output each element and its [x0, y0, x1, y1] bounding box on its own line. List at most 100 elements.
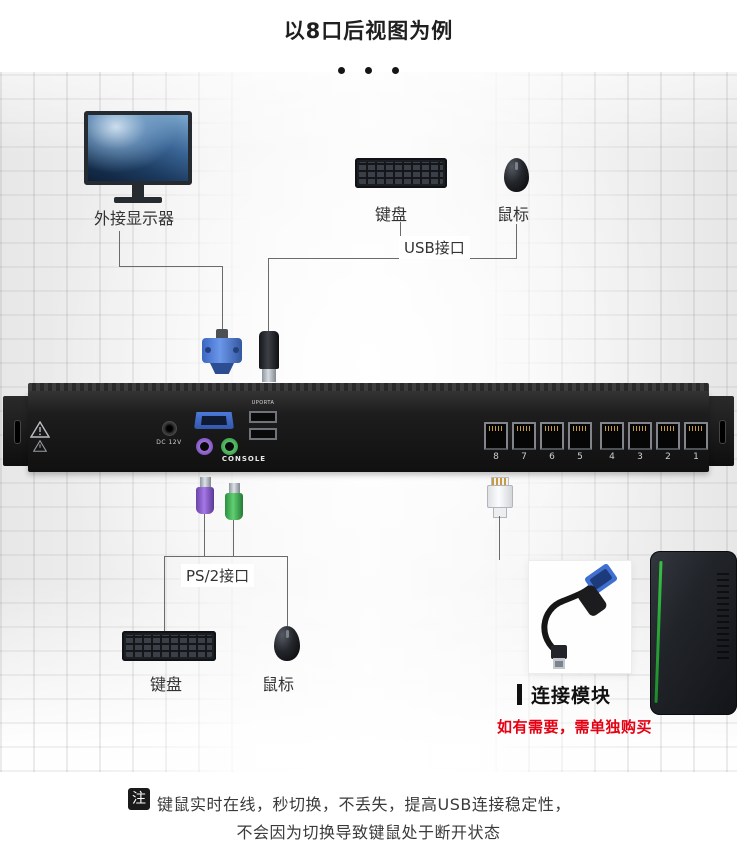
- port-number: 4: [609, 452, 615, 462]
- vga-plug-body: [202, 338, 242, 363]
- usb-plug-body: [259, 331, 279, 369]
- plug-pins: [491, 477, 509, 485]
- connector-line: [499, 516, 500, 560]
- connector-line: [222, 266, 223, 329]
- rj45-port: [684, 422, 708, 450]
- ps2-mouse-port: [221, 438, 238, 455]
- rj45-port: [568, 422, 592, 450]
- rj45-cell: 5: [568, 422, 592, 462]
- connector-line: [233, 520, 234, 556]
- chassis-top-edge: [28, 383, 709, 392]
- heading-accent-bar: [517, 684, 522, 705]
- plug-body: [487, 485, 513, 508]
- usb-mouse-label: 鼠标: [497, 205, 530, 224]
- rj45-plug-icon: [487, 477, 513, 518]
- rj45-cell: 6: [540, 422, 564, 462]
- module-heading: 连接模块: [517, 681, 611, 708]
- screw-slot: [718, 420, 726, 444]
- module-title-text: 连接模块: [531, 685, 612, 707]
- warning-triangle-icon: [33, 440, 47, 452]
- port-number: 1: [693, 452, 699, 462]
- port-number: 6: [549, 452, 555, 462]
- decorative-dots: [0, 59, 737, 78]
- rj45-port: [628, 422, 652, 450]
- vga-plug-shell: [210, 363, 234, 374]
- connector-line: [268, 258, 517, 259]
- ps2-mouse-label: 鼠标: [262, 675, 295, 694]
- note-text-line2: 不会因为切换导致键鼠处于断开状态: [236, 823, 501, 842]
- usb-port: [249, 411, 277, 423]
- pc-tower-icon: [650, 551, 737, 715]
- port-number: 7: [521, 452, 527, 462]
- monitor-base: [114, 197, 162, 203]
- rj45-cell: 3: [628, 422, 652, 462]
- warning-triangle-icon: [30, 421, 50, 438]
- rj45-cell: 8: [484, 422, 508, 462]
- usb-ports-label: UPORTA: [251, 400, 275, 406]
- connector-line: [164, 556, 165, 631]
- rack-ear-right: [708, 396, 734, 466]
- monitor-screen: [84, 111, 192, 185]
- rack-ear-left: [3, 396, 29, 466]
- tower-led-stripe: [654, 560, 663, 704]
- screw-slot: [13, 420, 21, 444]
- module-purchase-note: 如有需要，需单独购买: [497, 718, 653, 736]
- connector-line: [119, 231, 120, 266]
- plug-body: [196, 487, 214, 514]
- tower-vents: [717, 573, 729, 659]
- usb-port: [249, 428, 277, 440]
- usb-mouse-icon: [504, 158, 529, 192]
- usb-plug-metal: [262, 369, 276, 382]
- ps2-keyboard-port: [196, 438, 213, 455]
- connector-line: [516, 224, 517, 258]
- connector-line: [204, 514, 205, 556]
- ps2-keyboard-plug-icon: [196, 477, 214, 514]
- plug-tip: [199, 477, 211, 487]
- rj45-port-group: 4 3 2 1: [600, 422, 708, 462]
- plug-body: [225, 493, 243, 520]
- connector-line: [164, 556, 288, 557]
- port-number: 3: [637, 452, 643, 462]
- connector-line: [119, 266, 223, 267]
- kvm-rear-panel: DC 12V UPORTA CONSOLE 8 7 6 5 4 3 2 1: [28, 391, 709, 472]
- dc-label: DC 12V: [156, 439, 182, 446]
- port-number: 5: [577, 452, 583, 462]
- scroll-wheel: [285, 630, 289, 638]
- usb-keyboard-label: 键盘: [375, 205, 408, 224]
- cable-end: [216, 329, 228, 338]
- note-text-line1: 键鼠实时在线，秒切换，不丢失，提高USB连接稳定性，: [157, 795, 571, 814]
- connection-module-photo: [528, 560, 632, 674]
- ps2-mouse-icon: [274, 626, 300, 661]
- ps2-port-label: PS/2接口: [181, 564, 255, 587]
- usb-port-label: USB接口: [399, 236, 470, 259]
- usb-keyboard-icon: [355, 158, 447, 188]
- rj45-port: [484, 422, 508, 450]
- plug-tab: [493, 508, 507, 518]
- plug-tip: [228, 483, 240, 493]
- external-monitor-icon: [84, 111, 192, 203]
- rj45-cell: 1: [684, 422, 708, 462]
- rj45-cell: 7: [512, 422, 536, 462]
- vga-cable-connector-icon: [202, 329, 242, 374]
- kvm-dongle-icon: [541, 563, 618, 669]
- rj45-port: [540, 422, 564, 450]
- ps2-keyboard-label: 键盘: [150, 675, 183, 694]
- vga-console-port: [194, 412, 234, 429]
- usb-cable-connector-icon: [259, 331, 279, 382]
- rj45-port: [656, 422, 680, 450]
- rj45-cell: 4: [600, 422, 624, 462]
- note-badge: 注: [128, 788, 150, 810]
- ps2-mouse-plug-icon: [225, 483, 243, 520]
- port-number: 8: [493, 452, 499, 462]
- monitor-stand: [132, 185, 144, 197]
- port-number: 2: [665, 452, 671, 462]
- power-jack-hole: [161, 421, 177, 436]
- rj45-port-group: 8 7 6 5: [484, 422, 592, 462]
- rj45-port: [600, 422, 624, 450]
- console-label: CONSOLE: [221, 455, 267, 463]
- connector-line: [268, 258, 269, 331]
- ps2-keyboard-icon: [122, 631, 216, 661]
- scroll-wheel: [515, 162, 518, 170]
- monitor-label: 外接显示器: [94, 209, 175, 228]
